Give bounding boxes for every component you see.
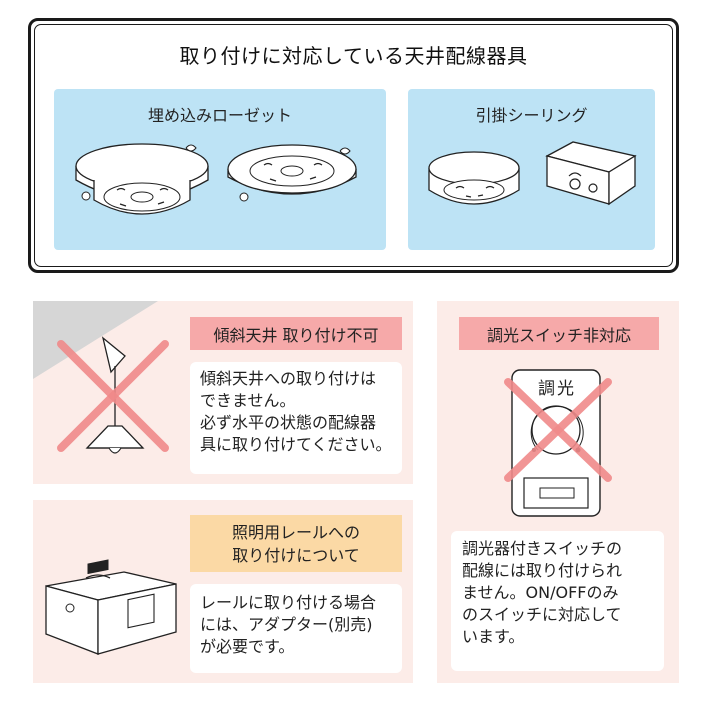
sloped-ceiling-shape — [33, 301, 158, 379]
dimmer-switch-label: 調光 — [538, 379, 576, 399]
dimmer-switch-description: 調光器付きスイッチの 配線には取り付けられ ません。ON/OFFのみ のスイッチ… — [462, 539, 623, 646]
track-rail-heading-line1: 照明用レールへの — [231, 522, 360, 542]
track-rail-heading: 照明用レールへの 取り付けについて — [190, 515, 402, 572]
track-rail-card — [190, 584, 402, 673]
embedded-rosette-label: 埋め込みローゼット — [147, 106, 292, 125]
slope-ceiling-card — [190, 362, 402, 474]
track-adapter-icon — [45, 559, 177, 655]
hook-ceiling-box-icon — [545, 141, 637, 206]
embedded-rosette-flat-icon — [227, 144, 357, 202]
cross-mark-icon — [504, 378, 612, 482]
track-rail-description: レールに取り付ける場合 には、アダプター(別売) が必要です。 — [200, 593, 377, 656]
compatible-fixtures-inner-frame — [34, 24, 673, 267]
hook-ceiling-round-icon — [428, 151, 520, 205]
dimmer-switch-heading: 調光スイッチ非対応 — [459, 317, 659, 350]
track-rail-heading-line2: 取り付けについて — [232, 545, 360, 565]
embedded-rosette-icon — [75, 143, 209, 215]
slope-ceiling-description: 傾斜天井への取り付けは できません。 必ず水平の状態の配線器 具に取り付けてくだ… — [200, 369, 392, 454]
dimmer-switch-card — [451, 531, 664, 671]
compatible-fixtures-title: 取り付けに対応している天井配線器具 — [179, 44, 528, 68]
cross-mark-icon — [57, 340, 169, 452]
slope-ceiling-heading: 傾斜天井 取り付け不可 — [190, 317, 402, 350]
hook-ceiling-label: 引掛シーリング — [475, 106, 588, 125]
